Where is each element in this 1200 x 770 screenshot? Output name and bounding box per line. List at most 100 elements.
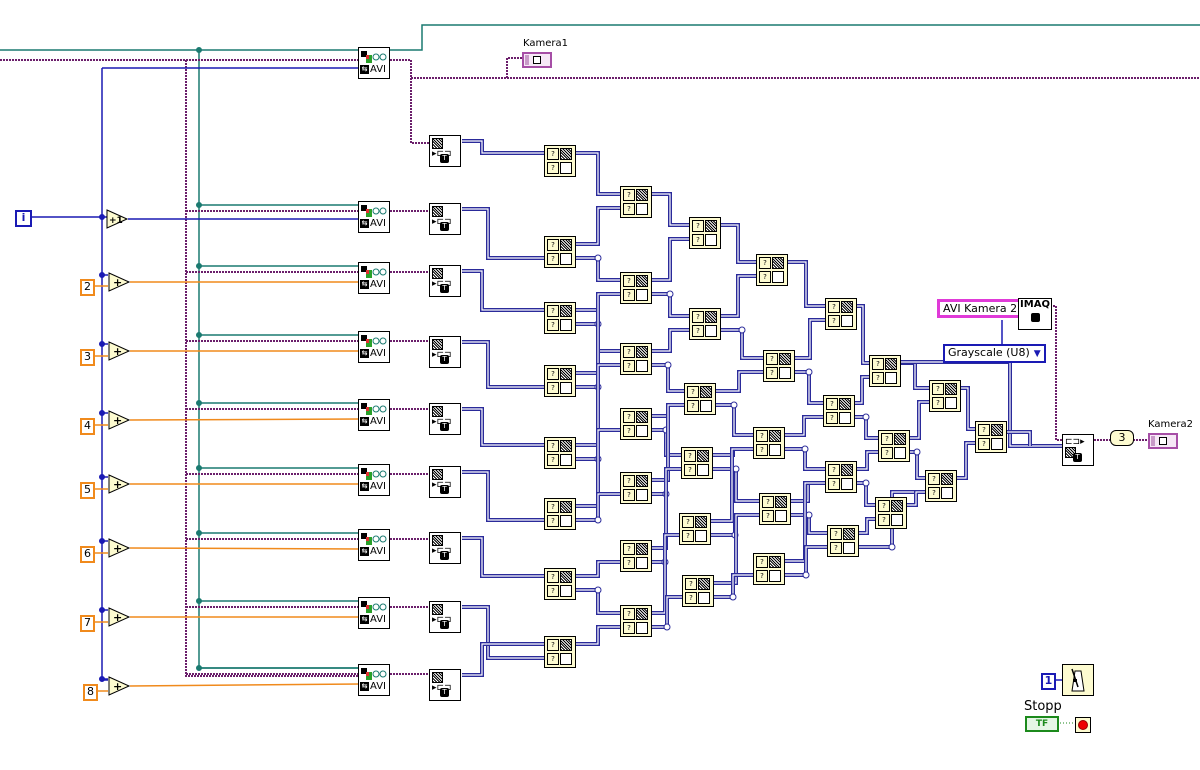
cluster-wire-core[interactable] bbox=[790, 482, 825, 502]
cluster-wire[interactable] bbox=[462, 407, 544, 447]
offset-constant[interactable]: 7 bbox=[80, 615, 95, 632]
cluster-wire-core[interactable] bbox=[909, 451, 925, 479]
cluster-wire-core[interactable] bbox=[575, 152, 620, 195]
compare-sort-node[interactable]: ?? bbox=[763, 350, 795, 382]
kamera1-wire[interactable] bbox=[506, 57, 522, 78]
compare-sort-node[interactable]: ?? bbox=[753, 553, 785, 585]
cluster-wire-core[interactable] bbox=[462, 270, 544, 311]
cluster-wire-core[interactable] bbox=[713, 514, 759, 584]
compare-sort-node[interactable]: ?? bbox=[620, 540, 652, 572]
cluster-wire-core[interactable] bbox=[651, 329, 689, 352]
cluster-wire-core[interactable] bbox=[720, 329, 763, 359]
int-trunk-wire[interactable] bbox=[101, 68, 108, 681]
offset-constant[interactable]: 3 bbox=[80, 349, 95, 366]
cluster-wire-core[interactable] bbox=[575, 561, 620, 577]
compare-sort-node[interactable]: ?? bbox=[544, 498, 576, 530]
avi-read-frame-node[interactable]: ⇆AVI bbox=[358, 464, 390, 496]
cluster-wire[interactable] bbox=[462, 605, 544, 660]
image-to-array-node[interactable]: ▸⊏⊐T bbox=[429, 403, 461, 435]
offset-constant[interactable]: 2 bbox=[80, 279, 95, 296]
cluster-wire-core[interactable] bbox=[715, 371, 763, 392]
avi-read-frame-node[interactable]: ⇆AVI bbox=[358, 201, 390, 233]
compare-sort-node[interactable]: ?? bbox=[544, 365, 576, 397]
compare-sort-node[interactable]: ?? bbox=[620, 186, 652, 218]
cluster-wire-core[interactable] bbox=[651, 193, 689, 226]
compare-sort-node[interactable]: ?? bbox=[620, 472, 652, 504]
cluster-wire-core[interactable] bbox=[720, 275, 756, 317]
cluster-wire-core[interactable] bbox=[651, 468, 681, 549]
index-constant[interactable]: 3 bbox=[1110, 430, 1134, 446]
cluster-wire-core[interactable] bbox=[575, 626, 620, 645]
compare-sort-node[interactable]: ?? bbox=[544, 636, 576, 668]
cluster-wire-core[interactable] bbox=[858, 518, 875, 534]
avi-read-frame-node[interactable]: ⇆AVI bbox=[358, 664, 390, 696]
cluster-wire[interactable] bbox=[462, 269, 544, 312]
compare-sort-node[interactable]: ?? bbox=[620, 605, 652, 637]
imaq-create-node[interactable]: IMAQ bbox=[1018, 298, 1052, 330]
cluster-wire-core[interactable] bbox=[854, 416, 878, 439]
compare-sort-node[interactable]: ?? bbox=[544, 568, 576, 600]
compare-sort-node[interactable]: ?? bbox=[753, 427, 785, 459]
cluster-wire-core[interactable] bbox=[787, 261, 825, 307]
cluster-wire[interactable] bbox=[462, 470, 544, 522]
cluster-wire[interactable] bbox=[462, 207, 544, 260]
cluster-wire-core[interactable] bbox=[713, 574, 753, 598]
cluster-wire-core[interactable] bbox=[715, 404, 753, 436]
cluster-wire-core[interactable] bbox=[575, 257, 620, 281]
image-name-constant[interactable]: AVI Kamera 2 bbox=[937, 299, 1024, 318]
compare-sort-node[interactable]: ?? bbox=[875, 497, 907, 529]
compare-sort-node[interactable]: ?? bbox=[975, 421, 1007, 453]
compare-sort-node[interactable]: ?? bbox=[827, 525, 859, 557]
cluster-wire[interactable] bbox=[462, 340, 544, 389]
cluster-wire-core[interactable] bbox=[784, 546, 827, 576]
compare-sort-node[interactable]: ?? bbox=[679, 513, 711, 545]
add-node[interactable]: + bbox=[108, 341, 131, 361]
image-to-array-node[interactable]: ▸⊏⊐T bbox=[429, 669, 461, 701]
kamera1-indicator[interactable] bbox=[522, 52, 552, 68]
compare-sort-node[interactable]: ?? bbox=[823, 395, 855, 427]
image-to-array-node[interactable]: ▸⊏⊐T bbox=[429, 466, 461, 498]
compare-sort-node[interactable]: ?? bbox=[544, 437, 576, 469]
cluster-wire-core[interactable] bbox=[575, 293, 620, 374]
cluster-wire-core[interactable] bbox=[651, 404, 684, 481]
cluster-wire-core[interactable] bbox=[651, 364, 684, 392]
compare-sort-node[interactable]: ?? bbox=[684, 383, 716, 415]
offset-constant[interactable]: 6 bbox=[80, 546, 95, 563]
cluster-wire-core[interactable] bbox=[960, 387, 975, 430]
cluster-out-wire-core[interactable] bbox=[1006, 431, 1031, 446]
cluster-wire-core[interactable] bbox=[854, 376, 869, 404]
sum-wire[interactable] bbox=[129, 547, 361, 550]
image-to-array-node[interactable]: ▸⊏⊐T bbox=[429, 336, 461, 368]
compare-sort-node[interactable]: ?? bbox=[544, 236, 576, 268]
stop-button-terminal[interactable]: TF bbox=[1025, 716, 1059, 732]
cluster-wire-core[interactable] bbox=[712, 468, 759, 502]
wait-ms-node[interactable] bbox=[1062, 664, 1094, 696]
compare-sort-node[interactable]: ?? bbox=[620, 272, 652, 304]
add-node[interactable]: + bbox=[108, 410, 131, 430]
cluster-wire-core[interactable] bbox=[575, 364, 620, 446]
cluster-wire-core[interactable] bbox=[784, 482, 825, 562]
cluster-wire-core[interactable] bbox=[575, 493, 620, 521]
add-node[interactable]: + bbox=[108, 607, 131, 627]
compare-sort-node[interactable]: ?? bbox=[689, 217, 721, 249]
compare-sort-node[interactable]: ?? bbox=[682, 575, 714, 607]
cluster-wire-core[interactable] bbox=[462, 537, 544, 577]
imaq-image-wire[interactable] bbox=[1050, 305, 1062, 441]
compare-sort-node[interactable]: ?? bbox=[544, 302, 576, 334]
add-node[interactable]: + bbox=[108, 272, 131, 292]
refnum-to-converter-wire[interactable] bbox=[390, 59, 430, 144]
offset-constant[interactable]: 4 bbox=[80, 418, 95, 435]
compare-sort-node[interactable]: ?? bbox=[869, 355, 901, 387]
cluster-wire-core[interactable] bbox=[794, 371, 823, 404]
compare-sort-node[interactable]: ?? bbox=[620, 408, 652, 440]
cluster-wire-core[interactable] bbox=[720, 224, 756, 263]
cluster-wire-core[interactable] bbox=[900, 362, 929, 389]
loop-condition-terminal[interactable] bbox=[1075, 717, 1091, 733]
image-ref-trunk-wire[interactable] bbox=[198, 50, 360, 669]
image-to-array-node[interactable]: ▸⊏⊐T bbox=[429, 601, 461, 633]
cluster-wire-core[interactable] bbox=[784, 416, 823, 436]
image-type-enum[interactable]: Grayscale (U8)▼ bbox=[943, 344, 1046, 363]
sum-wire[interactable] bbox=[129, 683, 361, 687]
cluster-wire[interactable] bbox=[462, 139, 544, 155]
offset-constant[interactable]: 8 bbox=[83, 684, 98, 701]
